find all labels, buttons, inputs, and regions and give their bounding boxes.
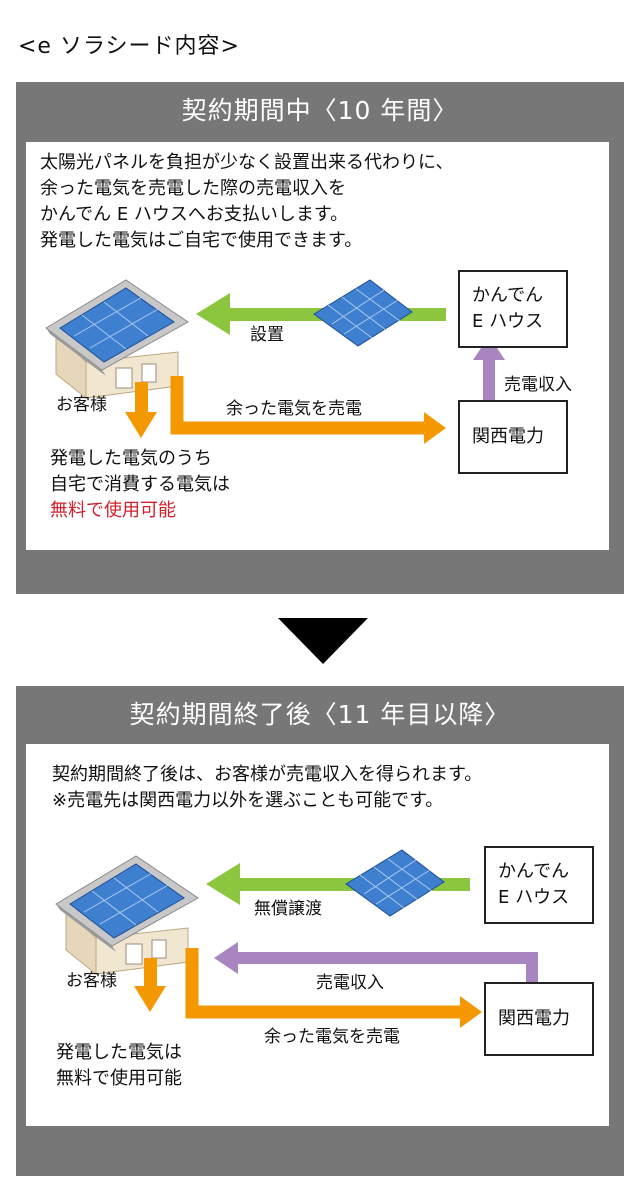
page-title: <e ソラシード内容> [18, 34, 240, 59]
contract-period-description: 太陽光パネルを負担が少なく設置出来る代わりに、 余った電気を売電した際の売電収入… [40, 150, 453, 254]
contract-period-card: 太陽光パネルを負担が少なく設置出来る代わりに、 余った電気を売電した際の売電収入… [26, 142, 609, 550]
kansai-denryoku-box: 関西電力 [484, 982, 594, 1056]
surplus-arrow [185, 948, 482, 1028]
kanden-e-house-box: かんでん E ハウス [484, 846, 594, 924]
contract-period-panel: 契約期間中〈10 年間〉 太陽光パネルを負担が少なく設置出来る代わりに、 余った… [16, 82, 624, 594]
description-line: かんでん E ハウスへお支払いします。 [40, 204, 349, 225]
description-line: 契約期間終了後は、お客様が売電収入を得られます。 [52, 764, 483, 785]
usage-line: 無料で使用可能 [56, 1068, 182, 1089]
revenue-arrow [214, 942, 538, 992]
kansai-denryoku-label: 関西電力 [472, 426, 544, 447]
kansai-denryoku-label: 関西電力 [498, 1008, 570, 1029]
house-icon [45, 279, 189, 400]
description-line: 太陽光パネルを負担が少なく設置出来る代わりに、 [40, 152, 454, 173]
install-label: 設置 [250, 325, 284, 345]
kanden-e-house-line: かんでん [498, 861, 570, 882]
kanden-e-house-line: E ハウス [498, 887, 570, 908]
revenue-label: 売電収入 [504, 375, 572, 395]
usage-text: 発電した電気は 無料で使用可能 [56, 1040, 182, 1092]
usage-text: 発電した電気のうち 自宅で消費する電気は 無料で使用可能 [50, 446, 230, 524]
kanden-e-house-line: E ハウス [472, 311, 544, 332]
after-contract-heading: 契約期間終了後〈11 年目以降〉 [129, 700, 511, 729]
after-contract-flow-diagram [55, 849, 538, 1028]
contract-period-heading: 契約期間中〈10 年間〉 [181, 96, 459, 125]
house-icon [55, 855, 199, 976]
kansai-denryoku-box: 関西電力 [458, 400, 568, 474]
description-line: 余った電気を売電した際の売電収入を [40, 178, 346, 199]
surplus-label: 余った電気を売電 [226, 399, 362, 419]
customer-label: お客様 [56, 395, 107, 415]
after-contract-description: 契約期間終了後は、お客様が売電収入を得られます。 ※売電先は関西電力以外を選ぶこ… [52, 762, 482, 814]
revenue-label: 売電収入 [316, 973, 384, 993]
revenue-arrow [473, 336, 505, 406]
customer-label: お客様 [66, 971, 117, 991]
kanden-e-house-box: かんでん E ハウス [458, 270, 568, 348]
after-contract-panel: 契約期間終了後〈11 年目以降〉 契約期間終了後は、お客様が売電収入を得られます… [16, 686, 624, 1176]
usage-line: 発電した電気のうち [50, 448, 212, 469]
surplus-arrow [170, 376, 446, 444]
usage-line: 自宅で消費する電気は [50, 474, 230, 495]
contract-period-flow-diagram [45, 279, 505, 444]
usage-arrow [134, 958, 166, 1012]
solar-panel-icon [345, 849, 445, 917]
after-contract-card: 契約期間終了後は、お客様が売電収入を得られます。 ※売電先は関西電力以外を選ぶこ… [26, 744, 609, 1126]
transfer-label: 無償譲渡 [254, 899, 322, 919]
usage-arrow [125, 382, 157, 438]
description-line: ※売電先は関西電力以外を選ぶことも可能です。 [52, 790, 444, 811]
description-line: 発電した電気はご自宅で使用できます。 [40, 230, 363, 251]
kanden-e-house-line: かんでん [472, 285, 544, 306]
solar-panel-icon [313, 279, 413, 347]
usage-free-line: 無料で使用可能 [50, 500, 176, 521]
down-triangle-icon [278, 618, 368, 664]
usage-line: 発電した電気は [56, 1042, 182, 1063]
surplus-label: 余った電気を売電 [264, 1027, 400, 1047]
